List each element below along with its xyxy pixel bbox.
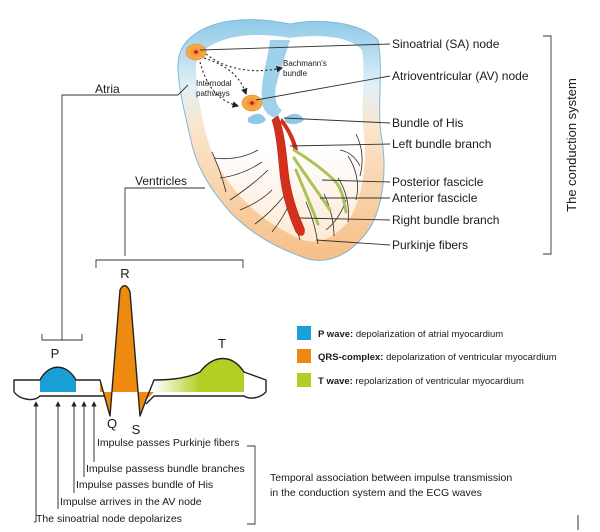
label-purkinje: Purkinje fibers	[392, 238, 468, 252]
label-left-bundle: Left bundle branch	[392, 137, 491, 151]
impulse-bundle-his: Impulse passes bundle of His	[76, 479, 213, 491]
fascicles	[292, 148, 348, 226]
t-wave-fill	[200, 358, 244, 392]
st-segment-fill	[154, 372, 200, 392]
impulse-bundle-branches: Impulse passess bundle branches	[86, 463, 245, 475]
legend-item-t: T wave: repolarization of ventricular my…	[318, 376, 524, 387]
bachmann-label-1: Bachmann's	[283, 59, 327, 68]
sa-node-dot	[194, 50, 198, 54]
wave-label-r: R	[120, 266, 129, 281]
label-sa-node: Sinoatrial (SA) node	[392, 37, 500, 51]
ecg-waveform	[13, 285, 267, 417]
caption-line-1: Temporal association between impulse tra…	[270, 472, 512, 484]
impulse-arrows	[33, 401, 97, 523]
impulse-purkinje: Impulse passes Purkinje fibers	[97, 437, 239, 449]
label-av-node: Atrioventricular (AV) node	[392, 69, 529, 83]
valve-shape	[248, 113, 266, 125]
conduction-system-bracket	[543, 35, 552, 255]
label-ventricles: Ventricles	[135, 174, 187, 188]
caption-line-2: in the conduction system and the ECG wav…	[270, 487, 482, 499]
ventricles-bracket	[95, 187, 244, 268]
wave-label-p: P	[51, 346, 60, 361]
impulse-bracket	[247, 445, 256, 525]
left-bundle-red	[280, 118, 298, 152]
legend-item-p: P wave: depolarization of atrial myocard…	[318, 329, 503, 340]
av-node-dot	[250, 101, 254, 105]
leader-lines	[199, 43, 391, 246]
legend-swatch-p	[297, 326, 311, 340]
label-atria: Atria	[95, 82, 120, 96]
impulse-sa-node: The sinoatrial node depolarizes	[36, 513, 182, 525]
bachmann-label-2: bundle	[283, 69, 308, 78]
legend-swatch-t	[297, 373, 311, 387]
internodal-label-2: pathways	[196, 89, 230, 98]
label-bundle-his: Bundle of His	[392, 116, 463, 130]
atria-bracket	[41, 94, 178, 341]
heart-illustration	[177, 19, 385, 261]
impulse-av-node: Impulse arrives in the AV node	[60, 496, 202, 508]
p-wave-fill	[40, 367, 76, 392]
label-anterior-fascicle: Anterior fascicle	[392, 191, 478, 205]
legend-item-qrs: QRS-complex: depolarization of ventricul…	[318, 352, 557, 363]
wave-label-q: Q	[107, 416, 117, 431]
label-posterior-fascicle: Posterior fascicle	[392, 175, 484, 189]
legend: P wave: depolarization of atrial myocard…	[297, 326, 557, 387]
bundle-of-his	[271, 115, 305, 236]
wave-label-t: T	[218, 336, 226, 351]
ecg-outline-top	[13, 285, 267, 417]
valve-shape-2	[285, 113, 304, 125]
label-right-bundle: Right bundle branch	[392, 213, 499, 227]
atria-connector	[177, 84, 189, 96]
internodal-pathways	[199, 53, 284, 108]
atrial-septum	[261, 40, 290, 118]
internodal-label-1: Internodal	[196, 79, 232, 88]
legend-swatch-qrs	[297, 349, 311, 363]
conduction-system-title: The conduction system	[564, 78, 579, 212]
wave-label-s: S	[132, 422, 141, 437]
ecg-outline-bottom	[13, 391, 267, 405]
qrs-fill	[100, 285, 154, 416]
